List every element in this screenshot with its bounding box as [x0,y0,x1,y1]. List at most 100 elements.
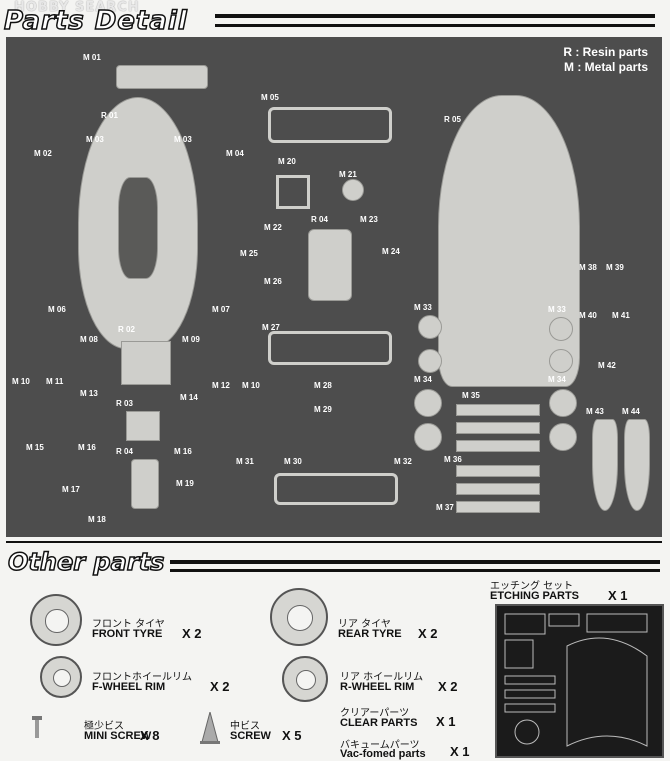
part-label: M 04 [226,149,244,158]
part-label: M 28 [314,381,332,390]
mini-screw-label: MINI SCREW [84,730,152,742]
header-rule [215,14,655,18]
part-label: M 20 [278,157,296,166]
undertray-part [438,95,580,387]
strip-part [456,404,540,416]
part-label: M 19 [176,479,194,488]
clear-parts-jp-label: クリアーパーツ [340,708,410,719]
strip-part [456,440,540,452]
front-wheel-rim-label: F-WHEEL RIM [92,681,166,693]
front-tyre-jp-label: フロント タイヤ [92,619,165,630]
part-label: M 22 [264,223,282,232]
part-label: M 27 [262,323,280,332]
transmission-part [131,459,159,509]
part-label: M 35 [462,391,480,400]
wheel-part [414,389,442,417]
part-label: M 31 [236,457,254,466]
part-label: M 23 [360,215,378,224]
part-label: M 16 [78,443,96,452]
part-label: M 08 [80,335,98,344]
part-label: R 05 [444,115,461,124]
part-label: M 11 [46,377,64,386]
part-label: M 40 [579,311,597,320]
part-label: M 32 [394,457,412,466]
vac-parts-label: Vac-fomed parts [340,748,426,760]
frame-part [268,331,392,365]
part-label: M 05 [261,93,279,102]
engine-block-part [121,341,171,385]
part-label: M 18 [88,515,106,524]
frame-part [268,107,392,143]
part-label: M 09 [182,335,200,344]
section-rule [6,541,662,543]
mini-screw-icon [32,716,42,738]
other-parts-rule [170,560,660,564]
page-title: Parts Detail [3,5,188,37]
header-rule [215,24,655,27]
part-label: M 17 [62,485,80,494]
strip-part [456,422,540,434]
screw-icon [200,712,220,744]
strip-part [456,483,540,495]
part-label: M 13 [80,389,98,398]
strip-part [456,501,540,513]
etching-sheet-pattern [504,613,648,747]
part-label: M 03 [174,135,192,144]
cockpit-opening [118,177,158,279]
rear-tyre-qty: X 2 [418,626,438,641]
wheel-part [549,389,577,417]
legend-resin: R : Resin parts [563,45,648,59]
rear-wing-part [116,65,208,89]
part-label: M 01 [83,53,101,62]
rear-tyre-illustration [270,588,328,646]
strip-part [456,465,540,477]
mini-screw-qty: X 8 [140,728,160,743]
part-label: M 10 [12,377,30,386]
part-label: M 34 [548,375,566,384]
part-label: M 03 [86,135,104,144]
other-parts-rule [170,569,660,572]
part-label: R 04 [311,215,328,224]
front-tyre-qty: X 2 [182,626,202,641]
part-label: M 07 [212,305,230,314]
rear-tyre-jp-label: リア タイヤ [338,619,391,630]
part-label: M 44 [622,407,640,416]
front-wheel-rim-qty: X 2 [210,679,230,694]
part-label: R 02 [118,325,135,334]
part-label: M 43 [586,407,604,416]
wheel-part [549,317,573,341]
part-label: M 39 [606,263,624,272]
screw-jp-label: 中ビス [230,721,260,732]
screw-qty: X 5 [282,728,302,743]
part-label: M 21 [339,170,357,179]
part-label: M 33 [414,303,432,312]
legend-metal: M : Metal parts [563,60,648,74]
part-label: M 42 [598,361,616,370]
gearbox-part [126,411,160,441]
part-label: M 14 [180,393,198,402]
wheel-part [418,349,442,373]
rear-wheel-rim-qty: X 2 [438,679,458,694]
part-label: M 06 [48,305,66,314]
part-label: M 38 [579,263,597,272]
vac-parts-jp-label: バキュームパーツ [340,740,420,751]
front-wheel-rim-jp-label: フロントホイールリム [92,672,192,683]
rear-wheel-rim-jp-label: リア ホイールリム [340,672,424,683]
part-label: M 29 [314,405,332,414]
front-tyre-label: FRONT TYRE [92,628,163,640]
part-label: M 34 [414,375,432,384]
part-label: M 26 [264,277,282,286]
wheel-part [549,423,577,451]
front-wheel-rim-illustration [40,656,82,698]
etching-jp-label: エッチング セット [490,581,574,592]
wheel-part [414,423,442,451]
part-label: M 15 [26,443,44,452]
rear-wheel-rim-label: R-WHEEL RIM [340,681,415,693]
rear-tyre-label: REAR TYRE [338,628,402,640]
screw-label: SCREW [230,730,271,742]
part-label: M 02 [34,149,52,158]
vac-parts-qty: X 1 [450,744,470,759]
part-label: M 33 [548,305,566,314]
part-label: M 36 [444,455,462,464]
sidepod-part [624,419,650,511]
